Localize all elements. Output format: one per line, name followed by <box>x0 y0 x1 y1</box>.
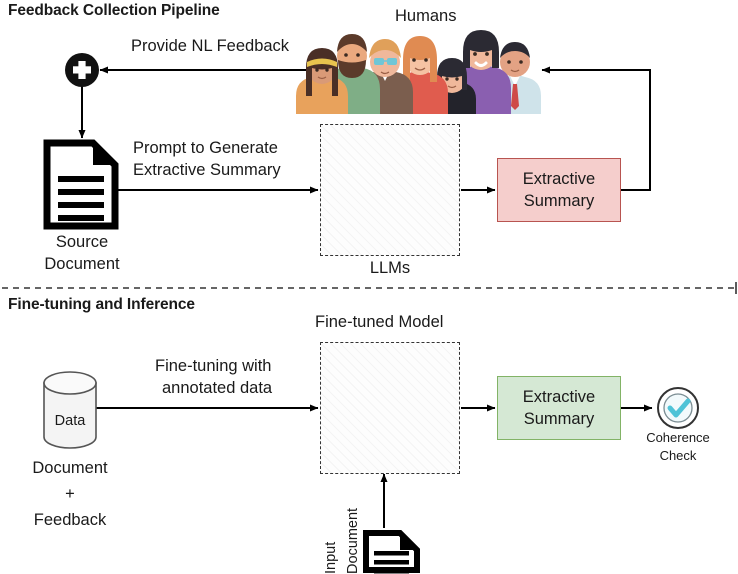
coherence-check-caption-line1: Coherence <box>646 430 710 445</box>
edge-label-provide-nl-feedback: Provide NL Feedback <box>131 37 290 55</box>
summary-green-line2: Summary <box>523 410 595 428</box>
database-caption-line1: Document <box>32 459 108 477</box>
humans-caption: Humans <box>395 7 457 25</box>
summary-pink-line1: Extractive <box>522 170 596 188</box>
source-document-caption-line1: Source <box>55 233 109 251</box>
edge-label-finetune-line2: annotated data <box>162 379 273 397</box>
input-document-icon <box>363 530 420 574</box>
fine-tuned-model-caption: Fine-tuned Model <box>315 313 444 331</box>
database-label: Data <box>54 413 86 429</box>
database-caption-line2: + <box>65 485 75 503</box>
llms-model-box <box>320 124 460 256</box>
section-heading-feedback-collection-pipeline: Feedback Collection Pipeline <box>8 2 220 19</box>
edge-label-prompt-line2: Extractive Summary <box>133 161 281 179</box>
humans-illustration <box>296 30 541 114</box>
llms-caption: LLMs <box>369 259 411 277</box>
section-heading-fine-tuning-and-inference: Fine-tuning and Inference <box>8 296 195 313</box>
summary-pink-line2: Summary <box>523 192 595 210</box>
input-document-label-line1: Input <box>323 541 339 574</box>
edge-label-prompt-line1: Prompt to Generate <box>133 139 278 157</box>
extractive-summary-box-green: Extractive Summary <box>497 376 621 440</box>
input-document-label-line2: Document <box>345 507 361 574</box>
merge-plus-node <box>65 53 99 87</box>
database-caption-line3: Feedback <box>33 511 107 529</box>
fine-tuned-model-box <box>320 342 460 474</box>
database-cylinder-icon <box>43 371 97 449</box>
coherence-check-caption-line2: Check <box>659 448 697 463</box>
source-document-caption-line2: Document <box>44 255 120 273</box>
summary-green-line1: Extractive <box>522 388 596 406</box>
source-document-icon <box>43 139 119 230</box>
check-circle-icon <box>657 387 699 429</box>
extractive-summary-box-pink: Extractive Summary <box>497 158 621 222</box>
edge-label-finetune-line1: Fine-tuning with <box>155 357 272 375</box>
